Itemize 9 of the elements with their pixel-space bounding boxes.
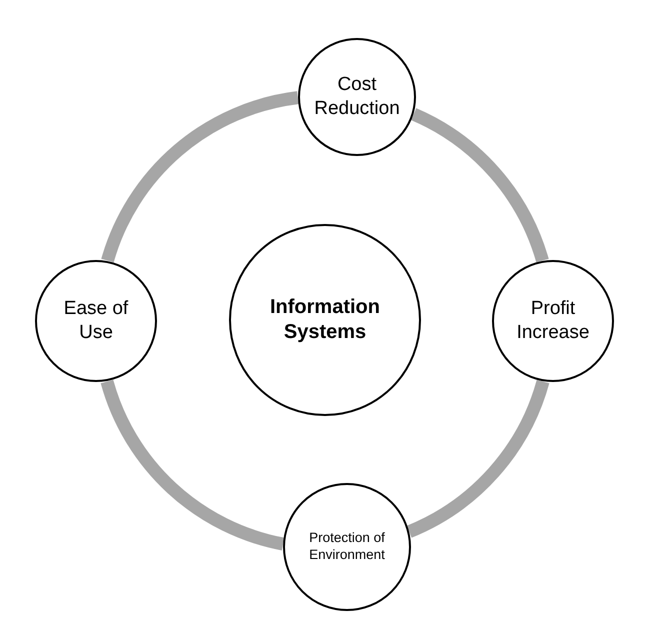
ring-arc-connector [100,379,285,550]
node-label: Profit Increase [516,297,590,345]
node-label: Protection of Environment [308,530,386,564]
node-label: Information Systems [269,295,381,345]
ring-arc-connector [406,379,550,538]
ring-arc-connector [410,108,549,263]
ring-arc-connector [101,91,299,263]
node-label: Cost Reduction [313,73,401,121]
node-label: Ease of Use [62,297,130,345]
